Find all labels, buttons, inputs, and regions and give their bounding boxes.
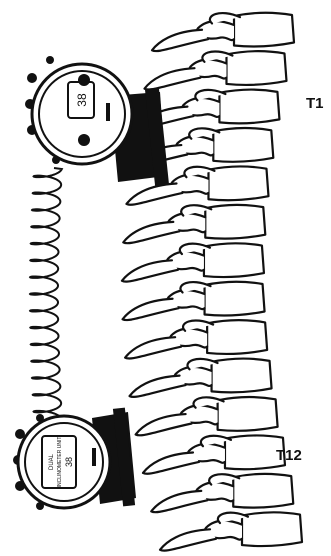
- vertebral-body: [204, 243, 264, 277]
- vertebral-body: [208, 166, 268, 200]
- vertebral-body: [212, 359, 272, 393]
- vertebral-body: [219, 90, 279, 124]
- spinous-process: [152, 30, 208, 51]
- spinous-process: [123, 299, 179, 320]
- vertebral-body: [205, 282, 265, 316]
- bottom-inclinometer: DUAL INCLINOMETER UNIT 38: [13, 408, 136, 510]
- vertebral-body: [242, 512, 302, 546]
- coiled-cable: [30, 168, 62, 420]
- spinous-process: [151, 491, 207, 512]
- top-device-button-upper[interactable]: [78, 74, 90, 86]
- vertebral-body: [234, 13, 294, 47]
- bottom-device-label-line2: INCLINOMETER UNIT: [57, 437, 63, 488]
- bottom-device-reading: 38: [64, 457, 74, 467]
- top-inclinometer: 38: [25, 56, 169, 186]
- spinous-process: [144, 68, 200, 89]
- bottom-device-label-line1: DUAL: [49, 453, 55, 470]
- vertebral-body: [213, 128, 273, 162]
- vertebral-body: [207, 320, 267, 354]
- spinous-process: [126, 183, 182, 204]
- top-device-button-lower[interactable]: [78, 134, 90, 146]
- spinous-process: [125, 337, 181, 358]
- vertebral-body: [218, 397, 278, 431]
- spinous-process: [122, 260, 178, 281]
- label-t1: T1: [306, 95, 324, 112]
- spinous-process: [143, 452, 199, 473]
- top-device-slot: [106, 103, 110, 121]
- spinous-process: [130, 376, 186, 397]
- label-t12: T12: [276, 447, 302, 464]
- bottom-device-slot: [92, 448, 96, 466]
- vertebral-body: [233, 474, 293, 508]
- spinous-process: [136, 414, 192, 435]
- spinous-process: [160, 529, 216, 550]
- top-device-reading: 38: [75, 93, 89, 107]
- spinous-process: [123, 222, 179, 243]
- vertebral-body: [205, 205, 265, 239]
- vertebral-body: [226, 51, 286, 85]
